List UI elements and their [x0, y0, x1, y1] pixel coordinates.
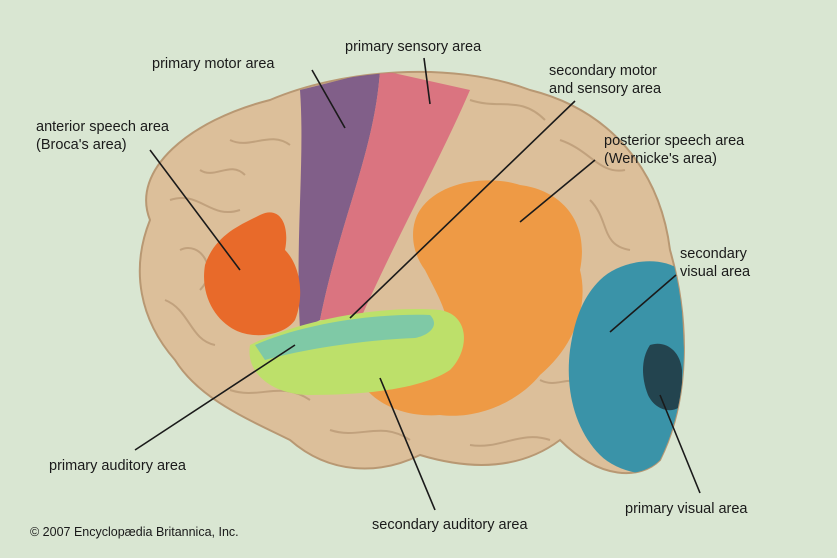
leader-anterior-speech [149, 149, 241, 271]
label-secondary-motor-sensory: secondary motor and sensory area [549, 63, 662, 97]
leader-lines [134, 57, 701, 511]
label-primary-sensory: primary sensory area [345, 39, 482, 55]
leader-primary-motor [311, 69, 346, 129]
primary-visual-region [643, 343, 682, 411]
primary-auditory-region [255, 314, 435, 360]
label-primary-auditory: primary auditory area [49, 458, 186, 474]
leader-posterior-speech [519, 159, 596, 223]
label-primary-motor: primary motor area [152, 56, 275, 72]
wernicke-region [360, 180, 583, 416]
label-secondary-auditory: secondary auditory area [372, 517, 528, 533]
label-anterior-speech: anterior speech area (Broca's area) [36, 119, 169, 153]
leader-secondary-motor-sensory [349, 100, 576, 319]
label-posterior-speech: posterior speech area (Wernicke's area) [604, 133, 745, 167]
leader-secondary-visual [609, 274, 677, 333]
secondary-visual-region [568, 261, 684, 474]
copyright-notice: © 2007 Encyclopædia Britannica, Inc. [30, 525, 239, 539]
leader-primary-sensory [423, 57, 431, 105]
primary-sensory-region [320, 71, 470, 320]
label-primary-visual: primary visual area [625, 501, 748, 517]
leader-primary-visual [659, 394, 701, 494]
primary-motor-region [298, 71, 380, 330]
label-secondary-visual: secondary visual area [680, 246, 751, 280]
leader-secondary-auditory [379, 377, 436, 511]
broca-region [204, 212, 301, 336]
leader-primary-auditory [134, 344, 296, 451]
